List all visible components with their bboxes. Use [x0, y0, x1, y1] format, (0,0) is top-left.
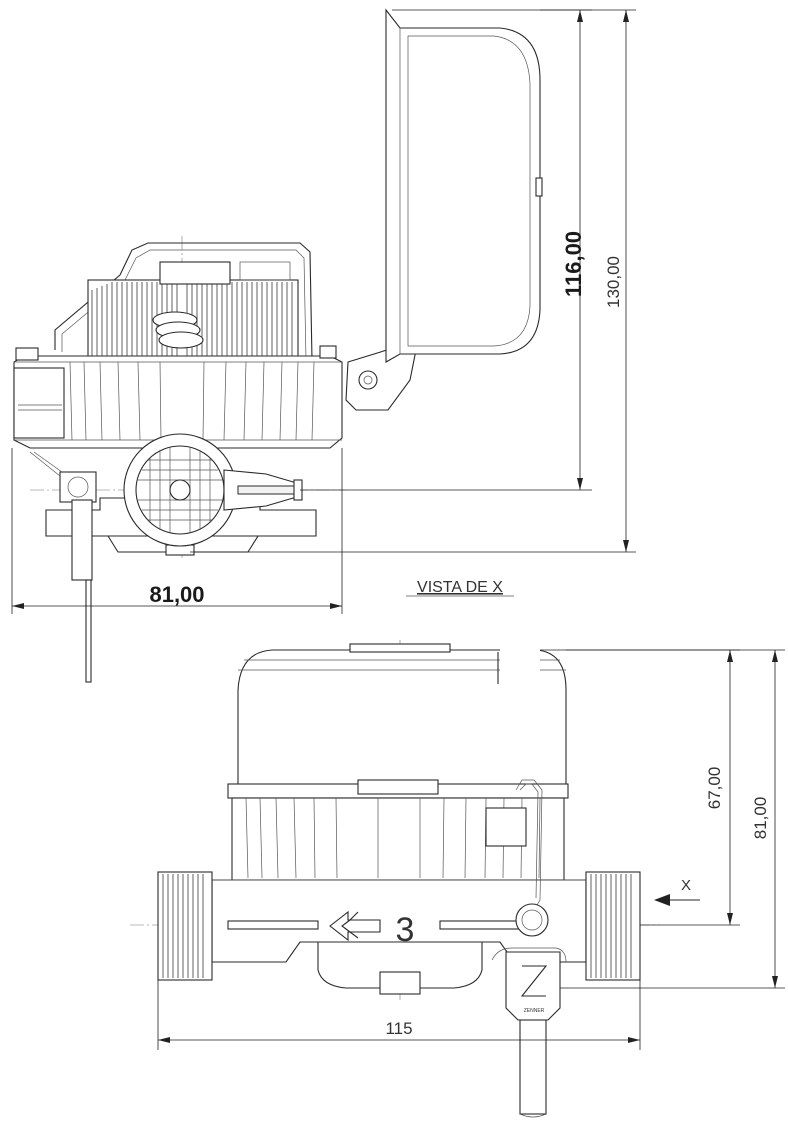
dim-label-front-width: 115 [385, 1019, 412, 1038]
register-dome [237, 640, 567, 785]
pipe-body [211, 879, 587, 995]
dim-front-width [157, 980, 641, 1050]
view-arrow-x [654, 894, 700, 906]
left-slot [227, 920, 319, 930]
register-block [87, 261, 299, 359]
probe-assembly [29, 451, 97, 683]
register-spring [152, 311, 204, 349]
left-thread-connector [157, 871, 213, 981]
ribbed-band [227, 779, 569, 881]
dim-label-side-height-outer: 130,00 [604, 256, 623, 308]
dim-side-width [11, 448, 343, 614]
dim-label-side-width: 81,00 [149, 582, 204, 607]
dim-label-side-height-inner: 116,00 [561, 231, 586, 297]
view-arrow-label: X [681, 877, 691, 894]
right-thread-connector [585, 871, 641, 981]
dim-label-front-height-inner: 67,00 [705, 767, 724, 810]
meter-body [13, 345, 343, 449]
lid-hinge [345, 345, 417, 411]
upper-housing-inner [61, 249, 307, 361]
dim-front-height-outer [560, 649, 785, 989]
dial-number: 3 [396, 911, 415, 949]
pulse-sensor [505, 951, 561, 1021]
dim-label-front-height-outer: 81,00 [751, 797, 770, 840]
register-top-box [159, 261, 231, 285]
upper-housing-outline [54, 242, 313, 361]
svg-text:ZENNER: ZENNER [524, 1008, 545, 1014]
flow-arrow-icon [329, 910, 381, 942]
view-title: VISTA DE X [417, 579, 503, 596]
front-view: 3 ZENNER X [130, 640, 785, 1118]
pipe-section [45, 433, 317, 556]
zenner-logo-icon: ZENNER [520, 965, 548, 1014]
dim-side-height-outer [190, 9, 636, 553]
hinge-pin [358, 370, 378, 390]
side-view: 81,00 116,00 130,00 [11, 8, 636, 683]
flip-lid [385, 8, 543, 363]
seal-assembly: ZENNER [491, 779, 567, 1118]
